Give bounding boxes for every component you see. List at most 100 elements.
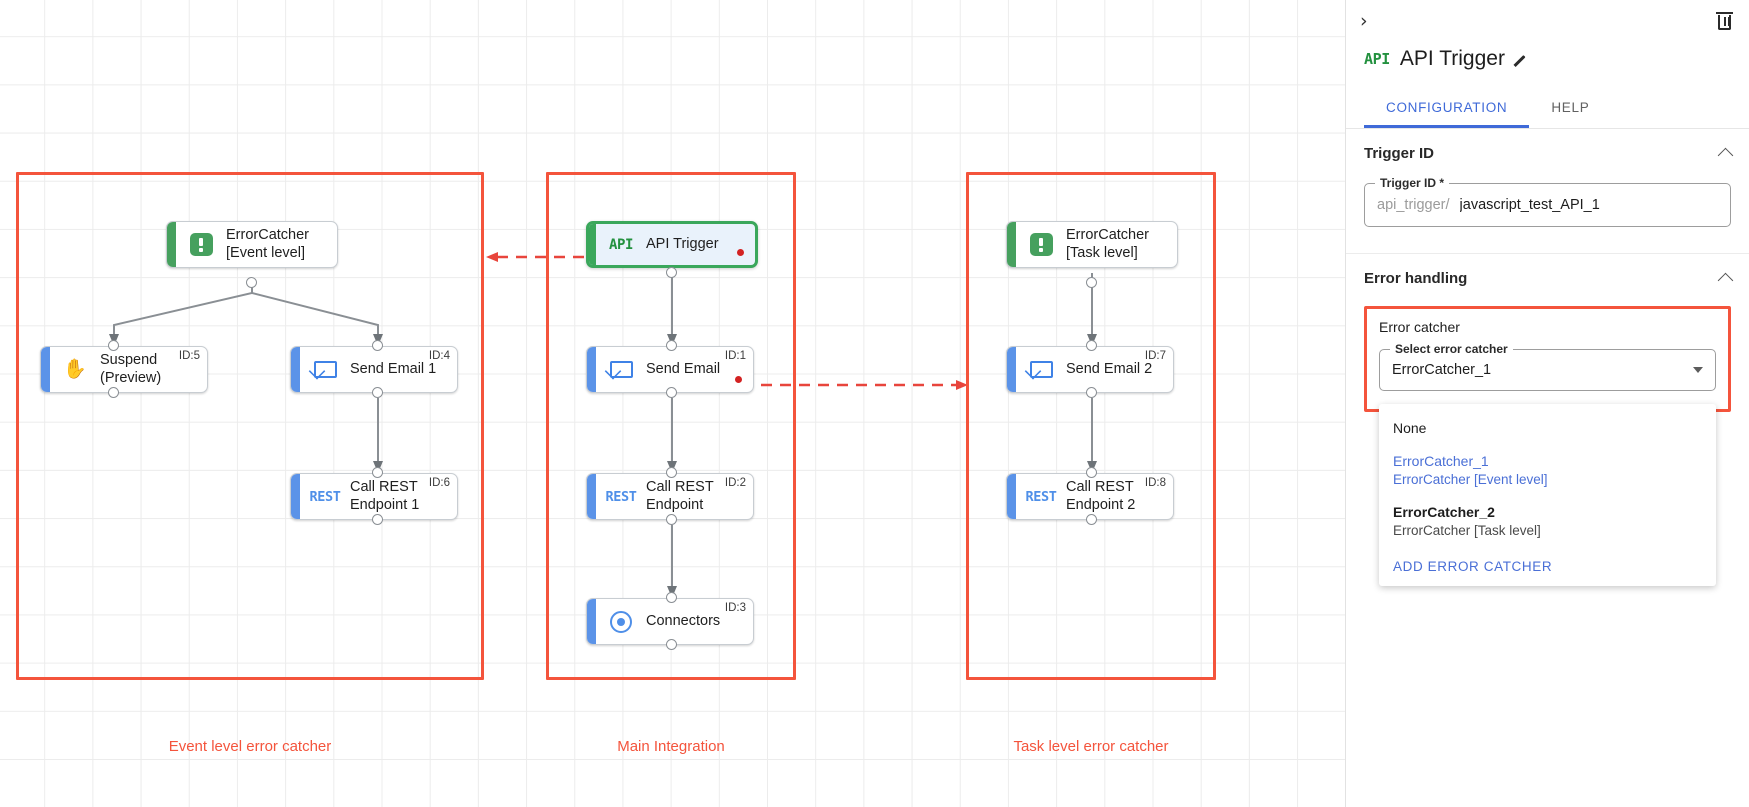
port-call-rest-2-in[interactable] xyxy=(1086,467,1097,478)
trigger-id-field[interactable]: Trigger ID * api_trigger/ xyxy=(1364,176,1731,227)
group-frame-main-integration xyxy=(546,172,796,680)
properties-panel: › API API Trigger CONFIGURATION HELP Tri… xyxy=(1345,0,1749,807)
node-label: ErrorCatcher [Event level] xyxy=(226,227,309,261)
node-label: API Trigger xyxy=(646,235,719,252)
error-catcher-dropdown[interactable]: None ErrorCatcher_1 ErrorCatcher [Event … xyxy=(1379,404,1716,587)
status-dot xyxy=(735,376,742,383)
node-label: Send Email 2 xyxy=(1066,360,1153,377)
chevron-up-icon[interactable] xyxy=(1717,272,1734,288)
node-accent-bar xyxy=(41,347,50,392)
node-send-email-1[interactable]: Send Email 1 ID:4 xyxy=(290,346,458,393)
mail-icon xyxy=(602,361,640,378)
group-label-task-level: Task level error catcher xyxy=(1013,738,1169,755)
port-call-rest-in[interactable] xyxy=(666,467,677,478)
api-icon: API xyxy=(602,237,640,253)
node-send-email-2[interactable]: Send Email 2 ID:7 xyxy=(1006,346,1174,393)
dropdown-option-errorcatcher-2[interactable]: ErrorCatcher_2 ErrorCatcher [Task level] xyxy=(1379,496,1716,547)
section-header-trigger-id[interactable]: Trigger ID xyxy=(1364,129,1734,177)
chevron-up-icon[interactable] xyxy=(1717,147,1734,163)
port-send-email-1-in[interactable] xyxy=(372,340,383,351)
node-id-badge: ID:3 xyxy=(724,602,746,614)
port-connectors-in[interactable] xyxy=(666,592,677,603)
port-send-email-1-out[interactable] xyxy=(372,387,383,398)
node-label: Call REST Endpoint 1 xyxy=(350,479,420,513)
select-error-catcher-label: Select error catcher xyxy=(1390,342,1513,356)
port-send-email-out[interactable] xyxy=(666,387,677,398)
trigger-id-prefix: api_trigger/ xyxy=(1377,197,1450,213)
node-id-badge: ID:1 xyxy=(724,350,746,362)
page-title: API Trigger xyxy=(1399,47,1505,70)
node-api-trigger[interactable]: API API Trigger xyxy=(586,221,758,268)
port-send-email-2-in[interactable] xyxy=(1086,340,1097,351)
port-call-rest-out[interactable] xyxy=(666,514,677,525)
node-id-badge: ID:7 xyxy=(1144,350,1166,362)
panel-tabs: CONFIGURATION HELP xyxy=(1346,94,1749,129)
trigger-id-label: Trigger ID * xyxy=(1375,176,1450,190)
rest-icon: REST xyxy=(306,489,344,505)
port-suspend-out[interactable] xyxy=(108,387,119,398)
trigger-id-input[interactable] xyxy=(1457,196,1718,214)
port-errorcatcher-event-out[interactable] xyxy=(246,277,257,288)
node-label: Suspend (Preview) xyxy=(100,352,162,386)
node-label: Send Email xyxy=(646,360,721,377)
trash-icon[interactable] xyxy=(1716,11,1733,31)
port-call-rest-1-out[interactable] xyxy=(372,514,383,525)
node-call-rest-endpoint-1[interactable]: REST Call REST Endpoint 1 ID:6 xyxy=(290,473,458,520)
node-label: ErrorCatcher [Task level] xyxy=(1066,227,1149,261)
select-error-catcher[interactable]: Select error catcher ErrorCatcher_1 xyxy=(1379,342,1716,391)
port-connectors-out[interactable] xyxy=(666,639,677,650)
chevron-right-icon[interactable]: › xyxy=(1360,9,1368,32)
port-send-email-in[interactable] xyxy=(666,340,677,351)
node-accent-bar xyxy=(587,599,596,644)
port-api-trigger-out[interactable] xyxy=(666,267,677,278)
port-call-rest-1-in[interactable] xyxy=(372,467,383,478)
dropdown-option-sublabel: ErrorCatcher [Task level] xyxy=(1393,522,1541,538)
node-suspend-preview[interactable]: ✋ Suspend (Preview) ID:5 xyxy=(40,346,208,393)
port-call-rest-2-out[interactable] xyxy=(1086,514,1097,525)
node-send-email[interactable]: Send Email ID:1 xyxy=(586,346,754,393)
error-catcher-box: Error catcher Select error catcher Error… xyxy=(1364,306,1731,587)
group-label-event-level: Event level error catcher xyxy=(168,738,332,755)
node-connectors[interactable]: Connectors ID:3 xyxy=(586,598,754,645)
dropdown-option-errorcatcher-1[interactable]: ErrorCatcher_1 ErrorCatcher [Event level… xyxy=(1379,445,1716,496)
node-accent-bar xyxy=(1007,347,1016,392)
mail-icon xyxy=(1022,361,1060,378)
node-accent-bar xyxy=(167,222,176,267)
rest-icon-text: REST xyxy=(309,488,341,505)
pencil-icon[interactable] xyxy=(1515,52,1530,67)
chevron-down-icon[interactable] xyxy=(1693,367,1703,373)
add-error-catcher-button[interactable]: ADD ERROR CATCHER xyxy=(1393,559,1553,575)
node-id-badge: ID:5 xyxy=(178,350,200,362)
node-accent-bar xyxy=(587,347,596,392)
port-errorcatcher-task-out[interactable] xyxy=(1086,277,1097,288)
node-errorcatcher-event-level[interactable]: ErrorCatcher [Event level] xyxy=(166,221,338,268)
node-call-rest-endpoint[interactable]: REST Call REST Endpoint ID:2 xyxy=(586,473,754,520)
section-header-error-handling[interactable]: Error handling xyxy=(1364,254,1734,302)
node-call-rest-endpoint-2[interactable]: REST Call REST Endpoint 2 ID:8 xyxy=(1006,473,1174,520)
section-trigger-id: Trigger ID Trigger ID * api_trigger/ xyxy=(1346,129,1749,254)
node-accent-bar xyxy=(589,224,596,265)
dropdown-option-none[interactable]: None xyxy=(1379,412,1716,445)
node-accent-bar xyxy=(291,474,300,519)
rest-icon-text: REST xyxy=(605,488,637,505)
node-accent-bar xyxy=(1007,474,1016,519)
node-id-badge: ID:2 xyxy=(724,477,746,489)
node-accent-bar xyxy=(1007,222,1016,267)
panel-title-row: API API Trigger xyxy=(1346,42,1749,76)
connectors-icon xyxy=(602,610,640,633)
node-id-badge: ID:6 xyxy=(428,477,450,489)
api-icon: API xyxy=(1364,50,1390,68)
rest-icon: REST xyxy=(1022,489,1060,505)
section-error-handling: Error handling Error catcher Select erro… xyxy=(1346,254,1749,587)
tab-help[interactable]: HELP xyxy=(1551,100,1590,115)
workflow-canvas[interactable]: Event level error catcher Main Integrati… xyxy=(0,0,1345,807)
dropdown-option-label: None xyxy=(1393,420,1427,436)
node-label: Call REST Endpoint xyxy=(646,479,714,513)
port-send-email-2-out[interactable] xyxy=(1086,387,1097,398)
port-suspend-in[interactable] xyxy=(108,340,119,351)
tab-configuration[interactable]: CONFIGURATION xyxy=(1364,94,1530,128)
error-catcher-icon xyxy=(1022,233,1060,256)
group-frame-event-level xyxy=(16,172,484,680)
node-errorcatcher-task-level[interactable]: ErrorCatcher [Task level] xyxy=(1006,221,1178,268)
